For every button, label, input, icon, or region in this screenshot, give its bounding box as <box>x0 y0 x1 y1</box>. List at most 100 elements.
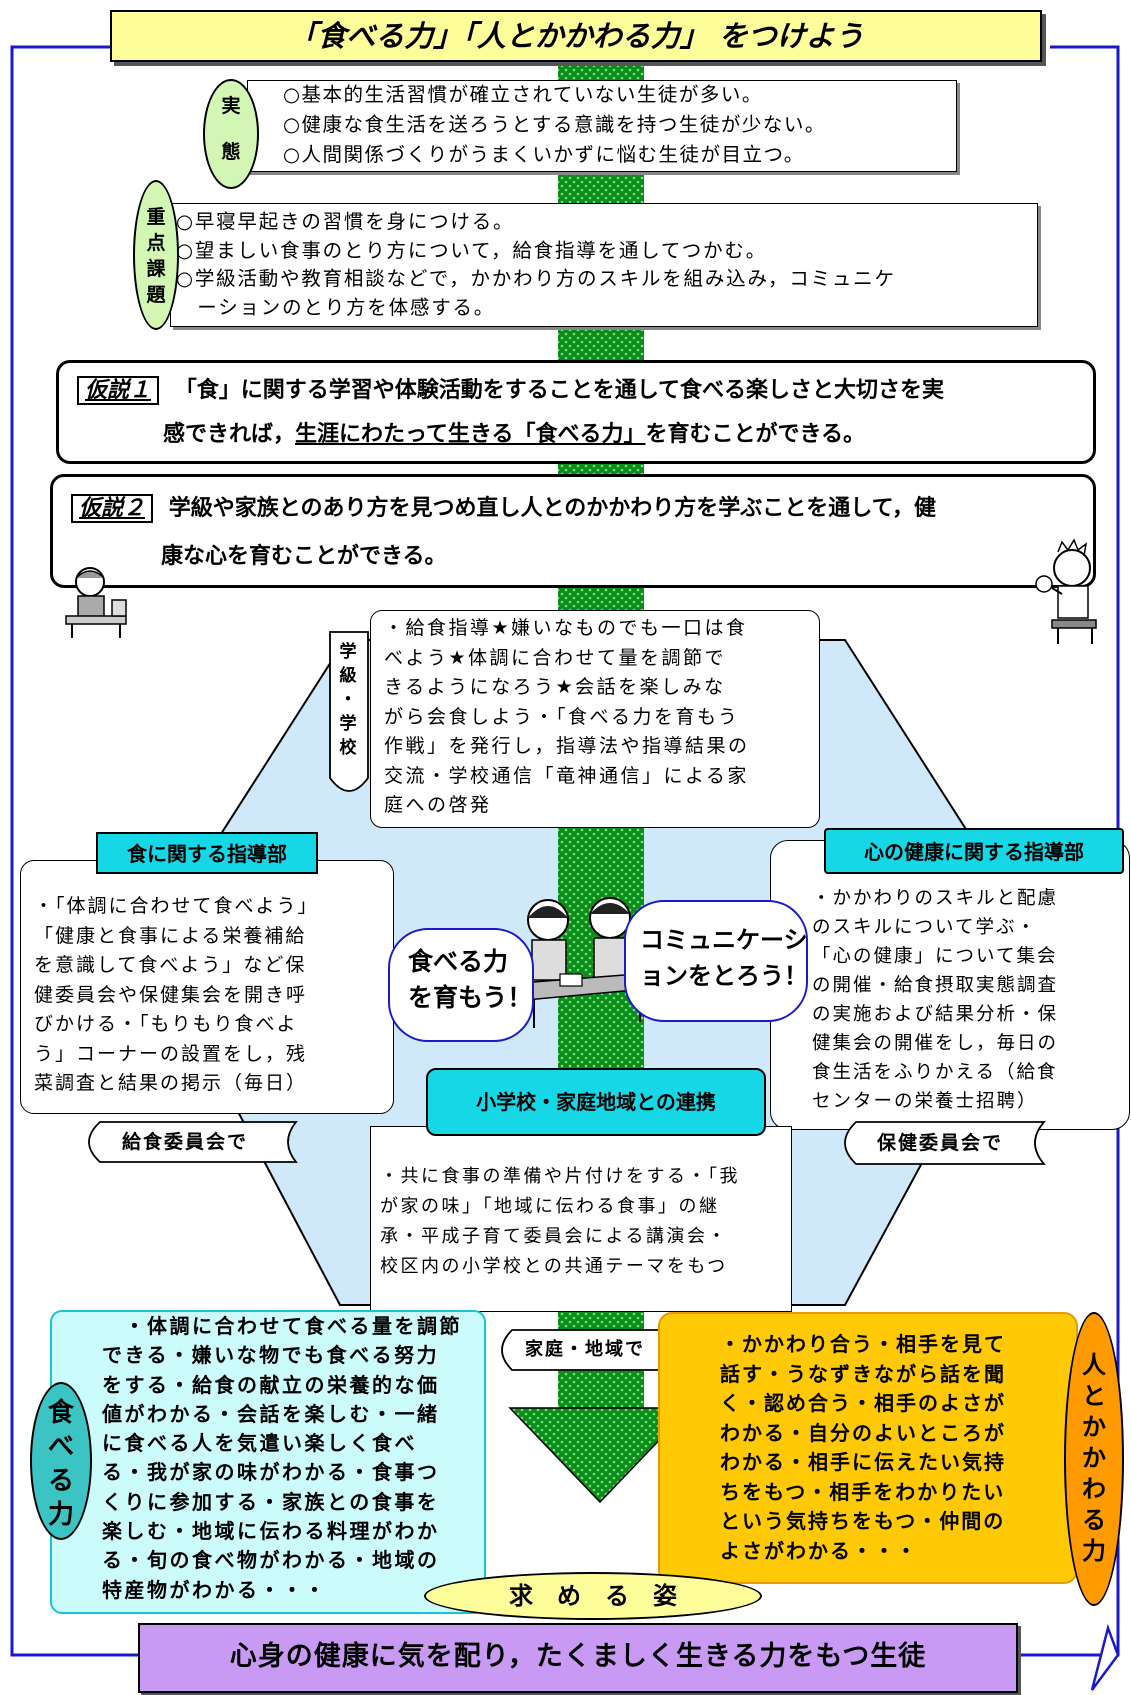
class-school-line: 作戦」を発行し，指導法や指導結果の <box>384 735 750 757</box>
frame-corner-fold <box>1090 1623 1120 1691</box>
juten-label: 重 点 課 題 <box>133 180 179 330</box>
community-title: 小学校・家庭地域との連携 <box>426 1068 766 1136</box>
hypothesis2-box: 仮説２ 学級や家族とのあり方を見つめ直し人とのかかわり方を学ぶことを通して，健 … <box>50 474 1096 588</box>
food-dept-lines: ・「体調に合わせて食べよう」 「健康と食事による栄養補給 を意識して食べよう」な… <box>34 892 319 1099</box>
community-box <box>370 1126 792 1312</box>
hypothesis2-line2: 康な心を育むことができる。 <box>161 544 447 569</box>
class-school-line: ・給食指導★嫌いなものでも一口は食 <box>384 617 748 639</box>
food-dept-line: 健委員会や保健集会を開き呼 <box>34 983 308 1006</box>
hito-line: わかる・相手に伝えたい気持 <box>720 1450 1006 1474</box>
mind-dept-title: 心の健康に関する指導部 <box>824 828 1124 874</box>
hito-lines: ・かかわり合う・相手を見て 話す・うなずきながら話を聞 く・認め合う・相手のよさ… <box>720 1330 1006 1566</box>
hito-line: ちをもつ・相手をわかりたい <box>720 1479 1006 1504</box>
hypothesis2-tag: 仮説２ <box>71 494 154 523</box>
title-text: 「食べる力」「人とかかわる力」 をつけよう <box>288 19 864 53</box>
taberu-line: 特産物がわかる・・・ <box>102 1577 327 1602</box>
class-school-scroll <box>329 631 369 792</box>
class-school-line: 交流・学校通信「竜神通信」による家 <box>384 764 749 787</box>
mind-dept-line: ・かかわりのスキルと配慮 <box>812 888 1059 909</box>
food-dept-line: を意識して食べよう」など保 <box>34 954 307 976</box>
class-school-lines: ・給食指導★嫌いなものでも一口は食 べよう★体調に合わせて量を調節で きるように… <box>384 614 750 821</box>
hito-line: 話す・うなずきながら話を聞 <box>720 1361 1006 1386</box>
jittai-label: 実 態 <box>203 79 259 189</box>
title-banner: 「食べる力」「人とかかわる力」 をつけよう <box>110 10 1042 62</box>
goal-box: 心身の健康に気を配り，たくましく生きる力をもつ生徒 <box>138 1623 1018 1693</box>
hito-line: わかる・自分のよいところが <box>720 1420 1006 1445</box>
juten-item: ーションのとり方を体感する。 <box>176 295 496 319</box>
goal-oval: 求 め る 姿 <box>424 1572 762 1620</box>
mind-dept-line: の開催・給食摂取実態調査 <box>812 975 1059 996</box>
food-dept-title: 食に関する指導部 <box>96 832 318 874</box>
hypothesis2-line1: 学級や家族とのあり方を見つめ直し人とのかかわり方を学ぶことを通して，健 <box>168 496 937 521</box>
speech-bubble-left: 食べる力 を育もう！ <box>388 928 534 1042</box>
jittai-items: ○基本的生活習慣が確立されていない生徒が多い。 ○健康な食生活を送ろうとする意識… <box>283 80 826 170</box>
community-scroll-label: 家庭・地域で <box>525 1339 645 1360</box>
taberu-line: ・体調に合わせて食べる量を調節 <box>102 1314 462 1338</box>
jittai-item: ○人間関係づくりがうまくいかずに悩む生徒が目立つ。 <box>283 143 805 166</box>
class-school-line: べよう★体調に合わせて量を調節で <box>384 646 727 669</box>
food-dept-box <box>20 860 394 1114</box>
community-line: が家の味」「地域に伝わる食事」の継 <box>380 1196 720 1217</box>
hito-box <box>658 1312 1078 1584</box>
juten-item: ○望ましい食事のとり方について，給食指導を通してつかむ。 <box>176 238 767 262</box>
mind-dept-line: のスキルについて学ぶ・ <box>812 917 1037 938</box>
speech-bubble-right: コミュニケーシ ョンをとろう！ <box>624 900 808 1022</box>
hito-line: ・かかわり合う・相手を見て <box>720 1332 1006 1356</box>
student-eating-illustration-right <box>1035 538 1097 644</box>
hypothesis1-line2-post: を育むことができる。 <box>645 422 866 447</box>
hito-line: く・認め合う・相手のよさが <box>720 1391 1006 1415</box>
taberu-box <box>50 1310 486 1614</box>
community-line: 承・平成子育て委員会による講演会・ <box>380 1226 728 1247</box>
food-dept-line: 菜調査と結果の掲示（毎日） <box>34 1072 308 1094</box>
jittai-item: ○健康な食生活を送ろうとする意識を持つ生徒が少ない。 <box>283 113 826 136</box>
taberu-lines: ・体調に合わせて食べる量を調節 できる・嫌いな物でも食べる努力 をする・給食の献… <box>102 1312 462 1605</box>
health-committee-scroll <box>844 1121 1046 1165</box>
mind-dept-lines: ・かかわりのスキルと配慮 のスキルについて学ぶ・ 「心の健康」について集会 の開… <box>812 884 1058 1116</box>
hypothesis1-line2-underline: 生涯にわたって生きる「食べる力」 <box>295 422 646 447</box>
taberu-line: をする・給食の献立の栄養的な価 <box>102 1372 440 1397</box>
hypothesis1-line1: 「食」に関する学習や体験活動をすることを通して食べる楽しさと大切さを実 <box>174 378 945 403</box>
mind-dept-line: 健集会の開催をし，毎日の <box>812 1033 1059 1054</box>
class-school-box <box>370 610 820 828</box>
juten-box <box>170 203 1038 327</box>
hito-line: という気持ちをもつ・仲間の <box>720 1509 1006 1533</box>
hypothesis1-tag: 仮説１ <box>77 376 160 405</box>
food-committee-label: 給食委員会で <box>121 1131 248 1153</box>
hito-line: よさがわかる・・・ <box>720 1538 918 1563</box>
goal-text: 心身の健康に気を配り，たくましく生きる力をもつ生徒 <box>229 1641 927 1672</box>
mind-dept-line: センターの栄養士招聘） <box>812 1091 1038 1112</box>
food-dept-line: ・「体調に合わせて食べよう」 <box>34 895 319 917</box>
mind-dept-line: の実施および結果分析・保 <box>812 1004 1059 1025</box>
class-school-label: 学 級 ・ 学 校 <box>339 642 357 758</box>
goal-label: 求 め る 姿 <box>509 1582 677 1610</box>
taberu-line: る・旬の食べ物がわかる・地域の <box>102 1548 440 1573</box>
food-committee-scroll <box>88 1121 298 1163</box>
student-eating-illustration-left <box>65 567 127 638</box>
health-committee-label: 保健委員会で <box>876 1132 1003 1154</box>
class-school-line: きるようになろう★会話を楽しみな <box>384 676 726 698</box>
children-illustration <box>518 897 658 1028</box>
mind-dept-box <box>770 840 1130 1130</box>
food-dept-line: う」コーナーの設置をし，残 <box>34 1042 308 1065</box>
food-dept-line: びかける・「もりもり食べよ <box>34 1013 298 1035</box>
taberu-line: 値がわかる・会話を楽しむ・一緒 <box>102 1401 440 1426</box>
jittai-box <box>247 80 957 172</box>
food-dept-line: 「健康と食事による栄養補給 <box>34 924 307 947</box>
taberu-line: に食べる人を気遣い楽しく食べ <box>102 1431 417 1456</box>
juten-item: ○早寝早起きの習慣を身につける。 <box>176 210 515 233</box>
central-arrow-head <box>508 1407 692 1504</box>
community-line: 校区内の小学校との共通テーマをもつ <box>380 1256 728 1277</box>
class-school-line: がら会食しよう・「食べる力を育もう <box>384 705 740 728</box>
mind-dept-line: 食生活をふりかえる（給食 <box>812 1062 1058 1083</box>
community-line: ・共に食事の準備や片付けをする・「我 <box>380 1166 740 1187</box>
class-school-line: 庭への啓発 <box>384 794 492 816</box>
taberu-line: る・我が家の味がわかる・食事つ <box>102 1460 440 1485</box>
taberu-line: 楽しむ・地域に伝わる料理がわか <box>102 1519 440 1544</box>
jittai-item: ○基本的生活習慣が確立されていない生徒が多い。 <box>283 83 763 106</box>
community-lines: ・共に食事の準備や片付けをする・「我 が家の味」「地域に伝わる食事」の継 承・平… <box>380 1162 740 1282</box>
hito-label: 人 と か か わ る 力 <box>1064 1312 1124 1606</box>
juten-items: ○早寝早起きの習慣を身につける。 ○望ましい食事のとり方について，給食指導を通し… <box>176 208 896 322</box>
taberu-label: 食 べ る 力 <box>30 1382 92 1540</box>
hypothesis1-line2-pre: 感できれば， <box>163 422 296 447</box>
hypothesis1-box: 仮説１ 「食」に関する学習や体験活動をすることを通して食べる楽しさと大切さを実 … <box>56 360 1096 464</box>
